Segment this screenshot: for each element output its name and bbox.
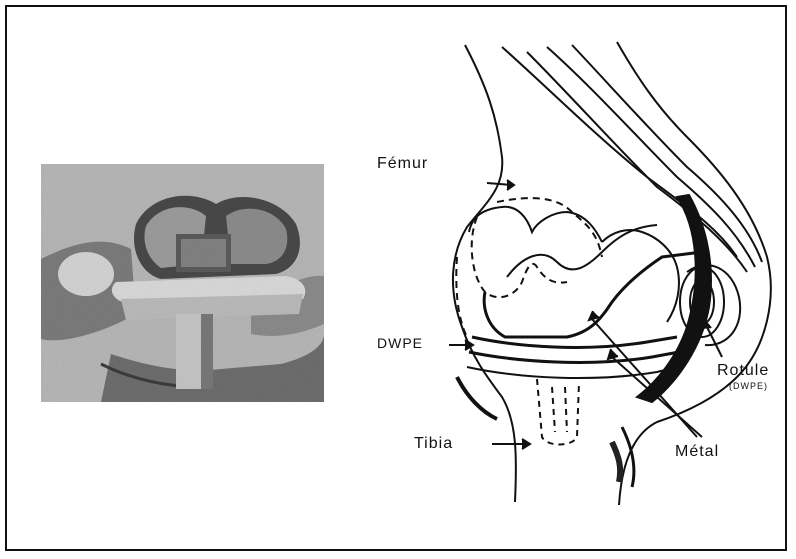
label-femur: Fémur [377, 155, 428, 173]
figure-frame: Fémur DWPE Rotule (DWPE) Tibia Métal [5, 5, 787, 551]
label-rotule-sub: (DWPE) [729, 381, 768, 391]
thigh-outline [453, 45, 516, 502]
tibial-insert [472, 337, 677, 347]
prosthesis-photo [41, 164, 324, 402]
label-metal: Métal [675, 443, 719, 461]
label-tibia: Tibia [414, 435, 453, 453]
knee-diagram: Fémur DWPE Rotule (DWPE) Tibia Métal [357, 27, 787, 507]
label-dwpe: DWPE [377, 335, 423, 351]
femur-shape [469, 207, 602, 242]
label-rotule: Rotule [717, 362, 769, 380]
